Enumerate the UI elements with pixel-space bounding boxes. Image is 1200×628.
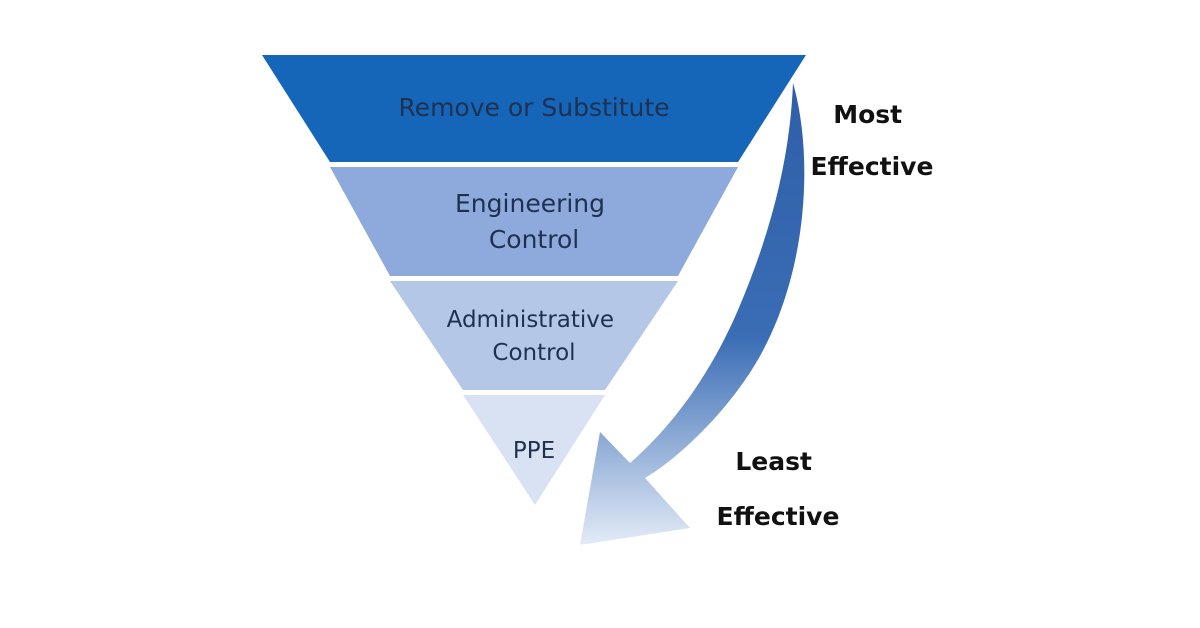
most-effective-line-2: Effective [811, 152, 934, 181]
tier-administrative-line-2: Control [492, 340, 575, 366]
tier-remove-substitute-label: Remove or Substitute [398, 93, 669, 122]
most-effective-line-1: Most [833, 100, 902, 129]
tier-engineering-line-1: Engineering [455, 189, 605, 218]
least-effective-line-2: Effective [717, 502, 840, 531]
most-effective-label: Most Effective [811, 100, 934, 181]
tier-remove-substitute-shape [262, 55, 806, 162]
tier-engineering-control-shape [330, 167, 738, 276]
least-effective-label: Least Effective [717, 447, 840, 531]
least-effective-line-1: Least [735, 447, 812, 476]
effectiveness-arrow [580, 83, 805, 545]
tier-ppe-label: PPE [513, 438, 555, 464]
tier-administrative-control-label: Administrative Control [447, 307, 622, 366]
tier-administrative-line-1: Administrative [447, 307, 614, 333]
tier-engineering-control-label: Engineering Control [455, 189, 613, 254]
tier-administrative-control-shape [390, 281, 678, 390]
tier-ppe-shape [463, 395, 605, 505]
tier-ppe-line: PPE [513, 438, 555, 464]
tier-remove-substitute-line: Remove or Substitute [398, 93, 669, 122]
tier-engineering-line-2: Control [489, 225, 579, 254]
